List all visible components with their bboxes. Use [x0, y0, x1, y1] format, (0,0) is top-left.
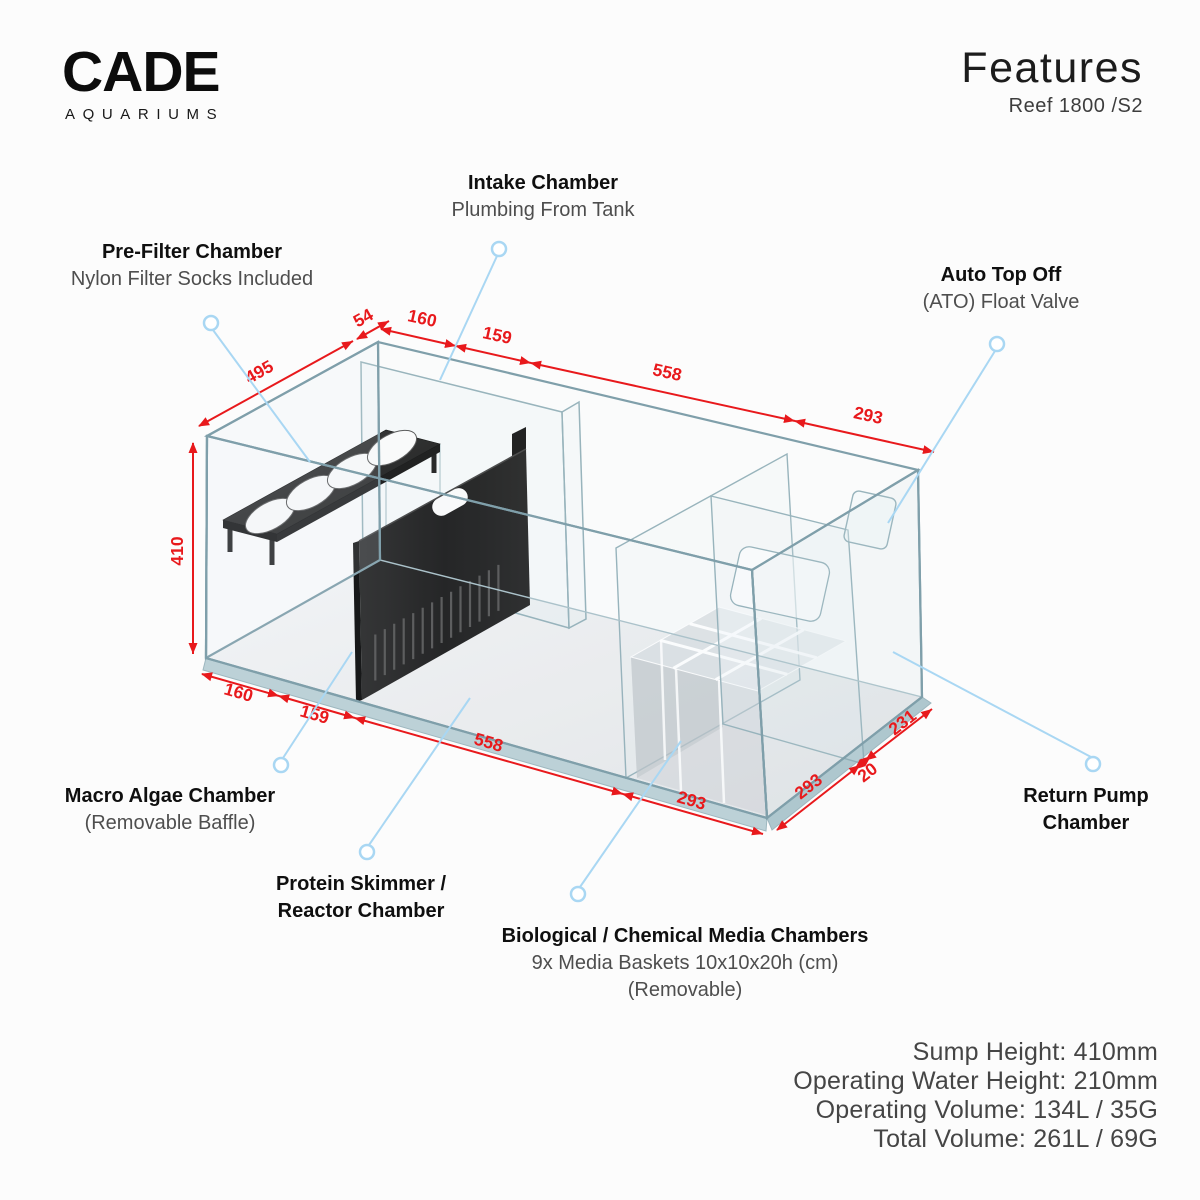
brand-tagline: AQUARIUMS — [65, 106, 225, 123]
prefilter-chamber-label: Pre-Filter Chamber Nylon Filter Socks In… — [71, 239, 313, 293]
spec-water-height: Operating Water Height: 210mm — [793, 1067, 1158, 1095]
brand-logo: CADE AQUARIUMS — [62, 40, 225, 124]
ato-leader-line — [887, 350, 996, 524]
brand-name: CADE — [62, 40, 221, 104]
dim-prefilter-top: 159 — [481, 322, 514, 348]
dim-intake-top: 160 — [406, 305, 439, 331]
media-chambers-label: Biological / Chemical Media Chambers 9x … — [502, 923, 869, 1004]
macro-leader-line — [282, 651, 353, 759]
skimmer-leader-line — [368, 697, 471, 846]
intake-chamber-title: Intake Chamber — [467, 172, 619, 194]
intake-leader-dot — [490, 240, 508, 258]
leader-lines — [202, 240, 1102, 903]
media-chambers-title: Biological / Chemical Media Chambers — [501, 925, 869, 947]
baffle-handle-cutout — [432, 488, 468, 516]
skimmer-leader-dot — [358, 843, 376, 861]
ato-label: Auto Top Off (ATO) Float Valve — [923, 262, 1080, 316]
skimmer-title-2: Reactor Chamber — [277, 900, 445, 922]
skimmer-label: Protein Skimmer / Reactor Chamber — [276, 871, 446, 925]
return-pump-title-2: Chamber — [1042, 812, 1130, 834]
return-leader-line — [892, 651, 1092, 758]
intake-leader-line — [439, 255, 498, 381]
media-baskets — [629, 606, 848, 815]
filter-sock-tray — [222, 429, 441, 565]
media-leader-dot — [569, 885, 587, 903]
dim-media-top: 293 — [852, 402, 885, 428]
skimmer-baffle — [353, 427, 530, 702]
return-pump-label: Return Pump Chamber — [1023, 783, 1149, 837]
baffle-slots — [374, 564, 500, 681]
media-leader-line — [579, 740, 682, 888]
dim-skimmer-top: 558 — [651, 359, 684, 385]
specs-block: Sump Height: 410mm Operating Water Heigh… — [793, 1038, 1158, 1154]
dim-width-label: 495 — [241, 356, 276, 388]
skimmer-title: Protein Skimmer / — [275, 873, 447, 895]
model-name: Reef 1800 /S2 — [1008, 95, 1143, 118]
spec-sump-height: Sump Height: 410mm — [912, 1038, 1158, 1066]
media-chambers-subtitle: 9x Media Baskets 10x10x20h (cm) — [531, 952, 839, 974]
macro-algae-subtitle: (Removable Baffle) — [84, 812, 256, 834]
media-chambers-subtitle-2: (Removable) — [627, 979, 743, 1001]
return-pump-title: Return Pump — [1023, 785, 1149, 807]
sheet-header: Features Reef 1800 /S2 — [961, 44, 1143, 118]
prefilter-chamber-subtitle: Nylon Filter Socks Included — [70, 268, 314, 290]
ato-subtitle: (ATO) Float Valve — [922, 291, 1080, 313]
return-window — [729, 546, 831, 622]
prefilter-leader-line — [212, 329, 311, 463]
return-leader-dot — [1084, 755, 1102, 773]
ato-title: Auto Top Off — [940, 264, 1062, 286]
sump-outer-box — [203, 340, 924, 821]
prefilter-chamber-title: Pre-Filter Chamber — [101, 241, 283, 263]
return-baffle-glass — [710, 495, 865, 765]
spec-total-volume: Total Volume: 261L / 69G — [873, 1125, 1158, 1153]
prefilter-leader-dot — [202, 314, 220, 332]
page-title: Features — [961, 44, 1143, 92]
macro-algae-label: Macro Algae Chamber (Removable Baffle) — [65, 783, 275, 837]
intake-chamber-label: Intake Chamber Plumbing From Tank — [451, 170, 634, 224]
ato-leader-dot — [988, 335, 1006, 353]
dim-rear-duct-label: 54 — [350, 304, 377, 331]
macro-algae-title: Macro Algae Chamber — [64, 785, 276, 807]
intake-chamber-subtitle: Plumbing From Tank — [451, 199, 635, 221]
dim-height-label: 410 — [167, 536, 187, 565]
dimension-arrows — [188, 320, 935, 836]
spec-operating-volume: Operating Volume: 134L / 35G — [815, 1096, 1158, 1124]
macro-leader-dot — [272, 756, 290, 774]
